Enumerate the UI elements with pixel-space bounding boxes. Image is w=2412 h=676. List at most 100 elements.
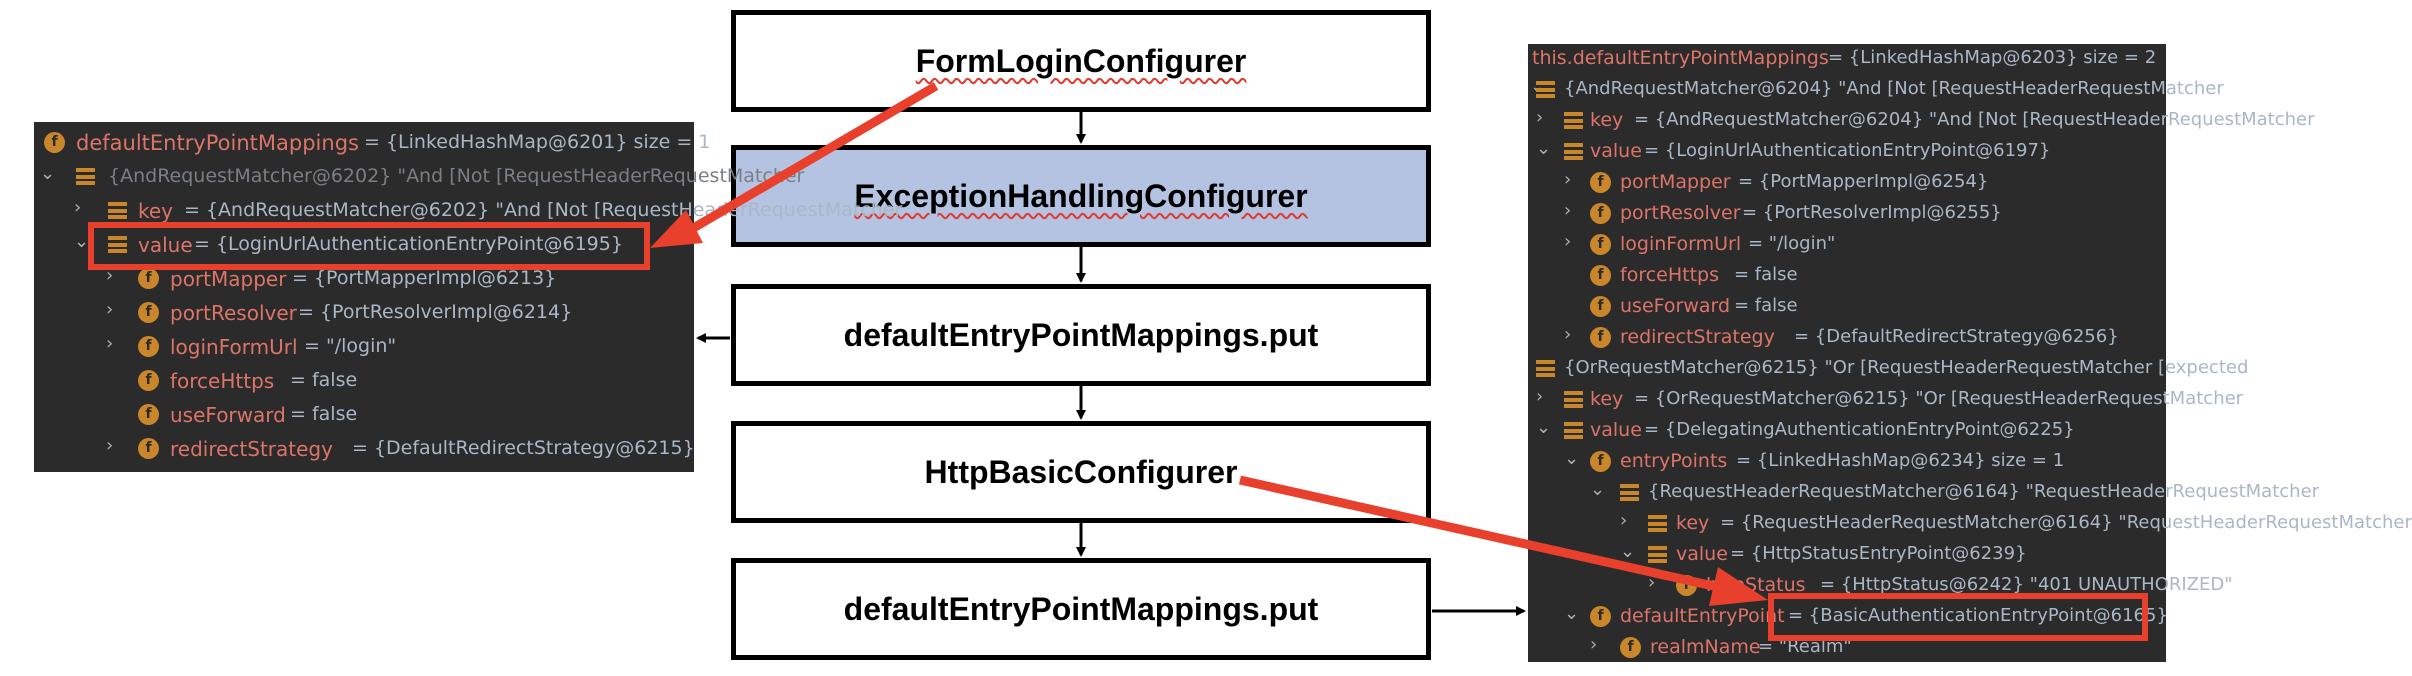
- field-value: {AndRequestMatcher@6204} "And [Not [Requ…: [1564, 78, 2224, 99]
- red-arrowhead-right: [1709, 567, 1768, 606]
- field-name: useForward: [170, 403, 286, 427]
- field-name: realmName: [1650, 636, 1761, 658]
- expand-arrow-icon[interactable]: ›: [74, 197, 82, 218]
- field-name: loginFormUrl: [1620, 233, 1742, 255]
- map-entry-icon: [1536, 81, 1555, 98]
- collapse-arrow-icon[interactable]: ⌄: [1536, 138, 1552, 159]
- field-value: = false: [1734, 295, 1798, 316]
- collapse-arrow-icon[interactable]: ⌄: [1590, 479, 1606, 500]
- field-name: useForward: [1620, 295, 1731, 317]
- field-value: = {OrRequestMatcher@6215} "Or [RequestHe…: [1634, 388, 2244, 409]
- connector-arrows: [650, 82, 1768, 616]
- field-icon: f: [1590, 234, 1611, 255]
- flow-box-default-entry-point-mappings-put-1: defaultEntryPointMappings.put: [731, 284, 1431, 386]
- red-pointer-arrow-right: [1239, 475, 1723, 593]
- collapse-arrow-icon[interactable]: ⌄: [74, 231, 90, 252]
- field-icon: f: [44, 132, 65, 153]
- collapse-arrow-icon[interactable]: ⌄: [1620, 541, 1636, 562]
- expand-arrow-icon[interactable]: ›: [106, 435, 114, 456]
- field-value: = {HttpStatusEntryPoint@6239}: [1730, 543, 2027, 564]
- field-name: redirectStrategy: [1620, 326, 1775, 348]
- field-name: value: [138, 233, 193, 257]
- field-value: {RequestHeaderRequestMatcher@6164} "Requ…: [1648, 481, 2320, 502]
- field-icon: f: [138, 336, 159, 357]
- right-debugger-panel: this.defaultEntryPointMappings = {Linked…: [1528, 44, 2412, 662]
- field-icon: f: [1590, 265, 1611, 286]
- field-name: key: [1590, 109, 1624, 131]
- expand-arrow-icon[interactable]: ›: [1564, 200, 1572, 221]
- field-name: value: [1590, 140, 1642, 162]
- field-name: portResolver: [170, 301, 297, 325]
- map-entry-icon: [1564, 143, 1583, 160]
- flow-box-exception-handling-configurer: ExceptionHandlingConfigurer: [731, 145, 1431, 247]
- field-value: = {LinkedHashMap@6234} size = 1: [1736, 450, 2065, 471]
- field-name: defaultEntryPointMappings: [76, 131, 359, 155]
- map-entry-icon: [1564, 391, 1583, 408]
- field-value: = {LoginUrlAuthenticationEntryPoint@6197…: [1644, 140, 2051, 161]
- field-icon: f: [1590, 203, 1611, 224]
- field-name: portResolver: [1620, 202, 1741, 224]
- collapse-arrow-icon[interactable]: ⌄: [40, 163, 56, 184]
- expand-arrow-icon[interactable]: ›: [1648, 572, 1656, 593]
- field-name: key: [138, 199, 174, 223]
- field-value: = "Realm": [1758, 636, 1852, 657]
- flow-box-form-login-configurer: FormLoginConfigurer: [731, 10, 1431, 112]
- flow-box-label: ExceptionHandlingConfigurer: [854, 177, 1308, 214]
- field-value: = {LoginUrlAuthenticationEntryPoint@6195…: [194, 233, 623, 255]
- collapse-arrow-icon[interactable]: ⌄: [1564, 603, 1580, 624]
- field-value: = {LinkedHashMap@6201} size = 1: [364, 131, 711, 153]
- flow-box-label: FormLoginConfigurer: [915, 42, 1247, 79]
- field-value: {OrRequestMatcher@6215} "Or [RequestHead…: [1564, 357, 2249, 378]
- field-name: this.defaultEntryPointMappings: [1532, 47, 1829, 69]
- highlight-left-value-box: [88, 222, 650, 270]
- flow-box-label: defaultEntryPointMappings.put: [843, 316, 1319, 353]
- expand-arrow-icon[interactable]: ›: [1620, 510, 1628, 531]
- field-value: = {RequestHeaderRequestMatcher@6164} "Re…: [1720, 512, 2412, 533]
- field-icon: f: [138, 404, 159, 425]
- map-entry-icon: [108, 202, 127, 219]
- red-pointer-arrow-left: [687, 82, 939, 234]
- expand-arrow-icon[interactable]: ›: [1564, 231, 1572, 252]
- expand-arrow-icon[interactable]: ›: [1536, 107, 1544, 128]
- field-value: = {LinkedHashMap@6203} size = 2: [1828, 47, 2157, 68]
- field-name: key: [1676, 512, 1710, 534]
- field-name: value: [1676, 543, 1728, 565]
- field-name: portMapper: [170, 267, 287, 291]
- field-value: = {PortMapperImpl@6254}: [1738, 171, 1989, 192]
- field-value: = {AndRequestMatcher@6204} "And [Not [Re…: [1634, 109, 2315, 130]
- field-icon: f: [1620, 637, 1641, 658]
- collapse-arrow-icon[interactable]: ⌄: [1536, 417, 1552, 438]
- field-name: entryPoints: [1620, 450, 1728, 472]
- expand-arrow-icon[interactable]: ›: [1564, 169, 1572, 190]
- field-name: portMapper: [1620, 171, 1731, 193]
- expand-arrow-icon[interactable]: ›: [106, 299, 114, 320]
- left-debugger-panel: f defaultEntryPointMappings = {LinkedHas…: [34, 122, 902, 472]
- field-name: loginFormUrl: [170, 335, 298, 359]
- collapse-arrow-icon[interactable]: ⌄: [1564, 448, 1580, 469]
- expand-arrow-icon[interactable]: ›: [1536, 386, 1544, 407]
- expand-arrow-icon[interactable]: ›: [106, 265, 114, 286]
- field-value: = false: [290, 403, 358, 425]
- flow-box-default-entry-point-mappings-put-2: defaultEntryPointMappings.put: [731, 558, 1431, 660]
- map-entry-icon: [1648, 546, 1667, 563]
- flow-box-label: defaultEntryPointMappings.put: [843, 590, 1319, 627]
- flow-box-label: HttpBasicConfigurer: [924, 453, 1238, 490]
- map-entry-icon: [108, 236, 127, 253]
- flow-box-http-basic-configurer: HttpBasicConfigurer: [731, 421, 1431, 523]
- field-name: forceHttps: [170, 369, 275, 393]
- field-value: = "/login": [304, 335, 397, 357]
- expand-arrow-icon[interactable]: ›: [1564, 324, 1572, 345]
- field-icon: f: [1590, 172, 1611, 193]
- field-value: = {PortMapperImpl@6213}: [292, 267, 557, 289]
- expand-arrow-icon[interactable]: ›: [1590, 634, 1598, 655]
- field-value: = {DefaultRedirectStrategy@6256}: [1794, 326, 2119, 347]
- field-value: = {PortResolverImpl@6255}: [1742, 202, 2002, 223]
- field-icon: f: [1590, 296, 1611, 317]
- field-name: value: [1590, 419, 1642, 441]
- map-entry-icon: [1536, 360, 1555, 377]
- highlight-right-default-entry-point-box: [1768, 593, 2148, 641]
- field-value: = false: [1734, 264, 1798, 285]
- field-name: forceHttps: [1620, 264, 1719, 286]
- expand-arrow-icon[interactable]: ›: [106, 333, 114, 354]
- field-name: key: [1590, 388, 1624, 410]
